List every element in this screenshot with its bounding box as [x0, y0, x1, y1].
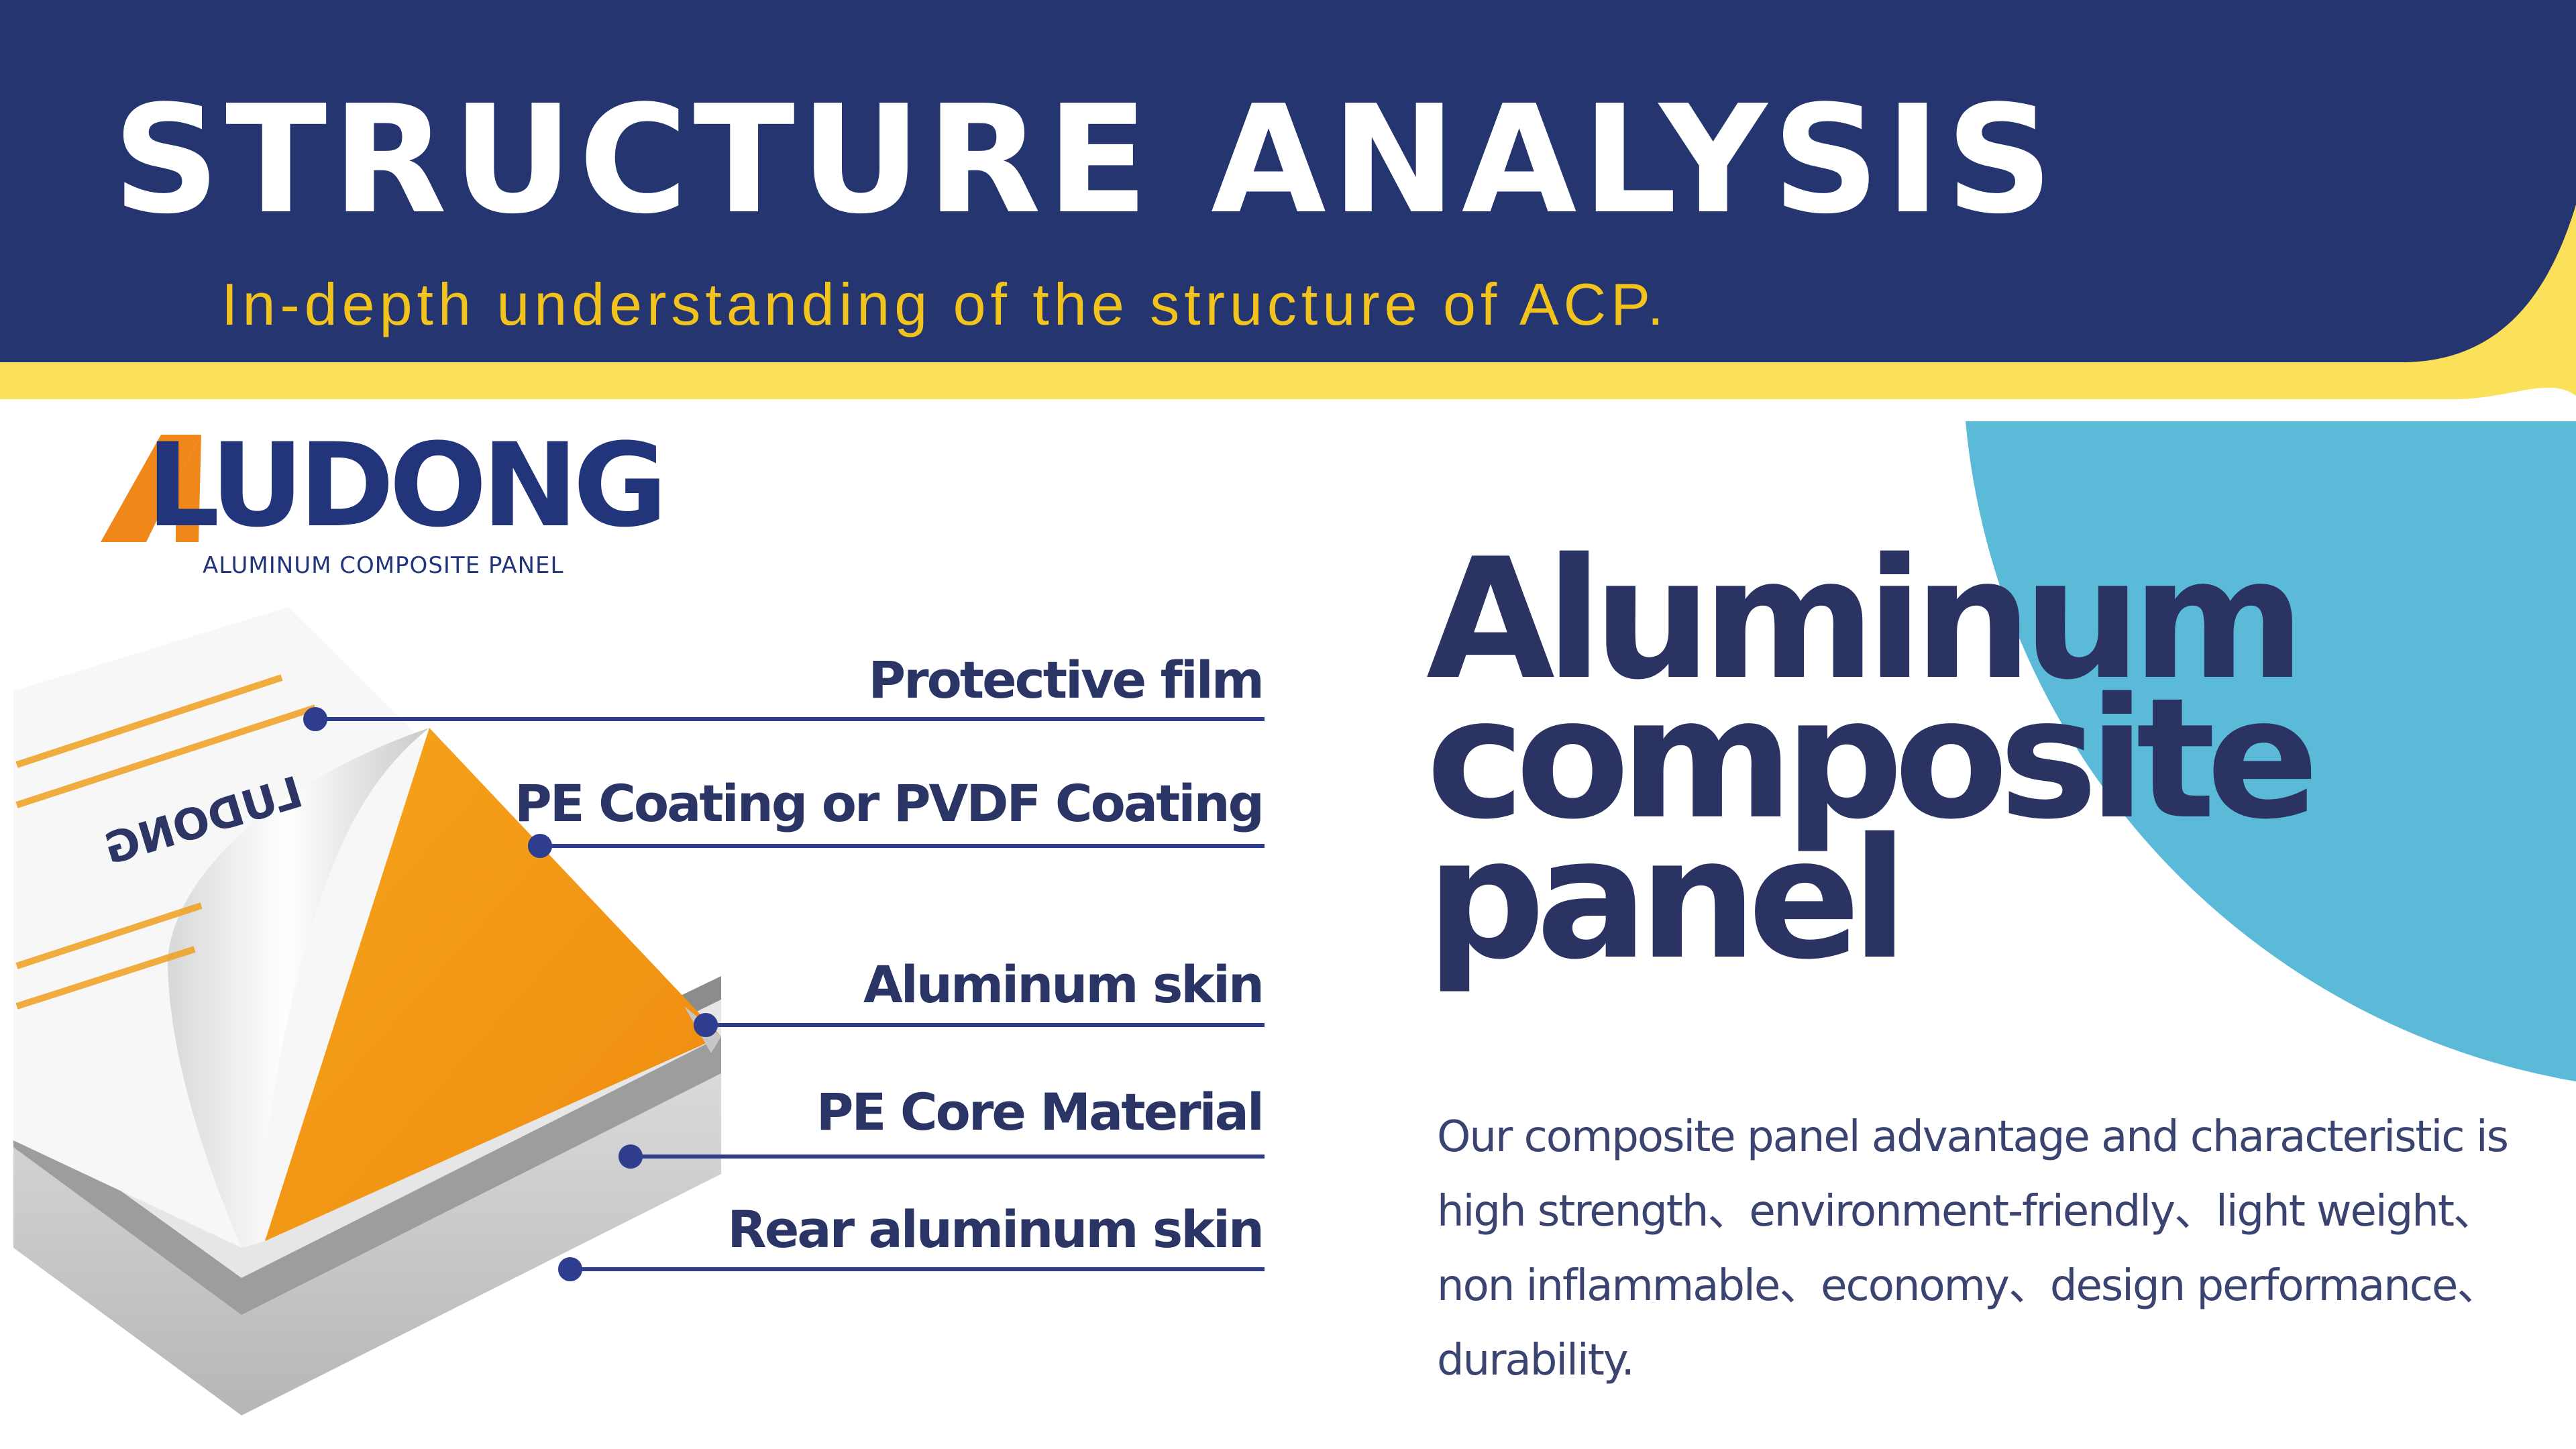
leader-pe-core — [619, 1144, 1265, 1169]
product-title-line-2: composite — [1426, 663, 2319, 857]
aludong-a-logo-icon — [101, 435, 201, 542]
header-band — [0, 0, 2576, 399]
layer-label-coating: PE Coating or PVDF Coating — [515, 773, 1265, 833]
layer-label-rear-skin: Rear aluminum skin — [727, 1199, 1265, 1259]
printed-film-stripes — [15, 674, 317, 1010]
page-title: STRUCTURE ANALYSIS — [113, 74, 2059, 247]
product-title-line-3: panel — [1426, 802, 1909, 996]
leader-aluminum-skin — [694, 1013, 1265, 1037]
layer-label-protective-film: Protective film — [868, 650, 1265, 710]
acp-panel-illustration — [13, 607, 721, 1415]
leader-rear-skin — [558, 1257, 1265, 1281]
layer-leaders — [303, 707, 1265, 1281]
layer-label-pe-core: PE Core Material — [816, 1082, 1265, 1142]
page-subtitle: In-depth understanding of the structure … — [221, 271, 1669, 337]
leader-protective-film — [303, 707, 1265, 731]
product-description: Our composite panel advantage and charac… — [1437, 1112, 2509, 1385]
layer-label-aluminum-skin: Aluminum skin — [863, 955, 1265, 1014]
product-title-line-1: Aluminum — [1426, 523, 2305, 716]
brand-tagline: ALUMINUM COMPOSITE PANEL — [203, 552, 564, 579]
product-title: Aluminum composite panel — [1426, 523, 2319, 996]
brand-name: LUDONG — [146, 418, 667, 553]
accent-circle — [1966, 421, 2576, 1081]
leader-coating — [528, 834, 1265, 858]
